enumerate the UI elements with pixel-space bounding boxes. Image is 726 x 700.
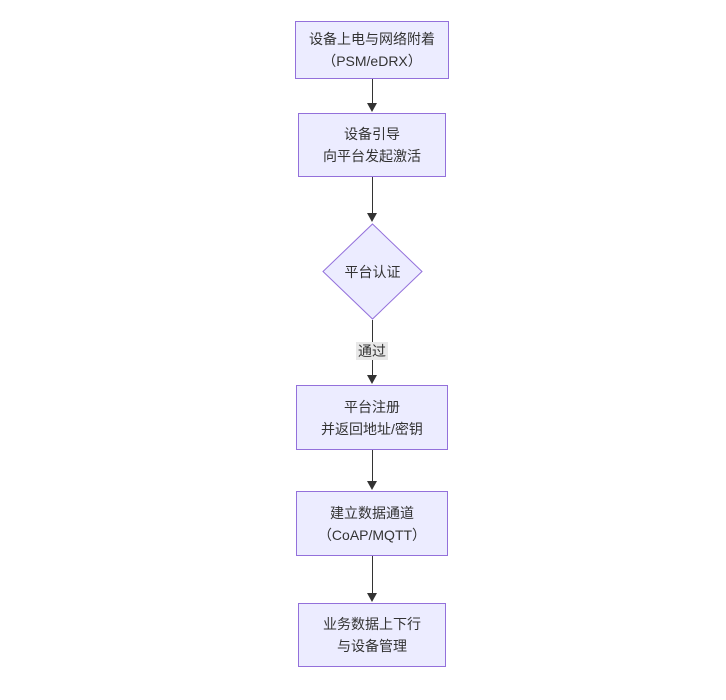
edge-label-pass: 通过 <box>356 342 388 360</box>
node-power-network-attach: 设备上电与网络附着 （PSM/eDRX） <box>295 21 449 79</box>
arrow-down-icon <box>367 103 377 112</box>
node-power-line1: 设备上电与网络附着 <box>309 31 435 47</box>
node-business-line2: 与设备管理 <box>337 638 407 654</box>
edge-line-5 <box>372 556 373 595</box>
arrow-down-icon <box>367 481 377 490</box>
node-data-channel: 建立数据通道 （CoAP/MQTT） <box>296 491 448 556</box>
node-power-line2: （PSM/eDRX） <box>322 53 422 69</box>
decision-auth-label: 平台认证 <box>344 263 401 280</box>
decision-platform-auth: 平台认证 <box>322 223 423 320</box>
node-register-line1: 平台注册 <box>344 398 400 415</box>
node-channel-line2: （CoAP/MQTT） <box>317 526 427 543</box>
edge-line-2 <box>372 177 373 215</box>
node-platform-register: 平台注册 并返回地址/密钥 <box>296 385 448 450</box>
node-business-line1: 业务数据上下行 <box>323 616 421 632</box>
arrow-down-icon <box>367 593 377 602</box>
node-register-line2: 并返回地址/密钥 <box>321 420 423 437</box>
node-device-bootstrap: 设备引导 向平台发起激活 <box>298 113 446 177</box>
diamond-shape <box>322 223 423 320</box>
arrow-down-icon <box>367 213 377 222</box>
node-channel-line1: 建立数据通道 <box>330 504 414 521</box>
edge-line-1 <box>372 79 373 105</box>
edge-line-4 <box>372 450 373 483</box>
node-business-data: 业务数据上下行 与设备管理 <box>298 603 446 667</box>
arrow-down-icon <box>367 375 377 384</box>
node-bootstrap-line2: 向平台发起激活 <box>323 148 421 164</box>
node-bootstrap-line1: 设备引导 <box>344 126 400 142</box>
